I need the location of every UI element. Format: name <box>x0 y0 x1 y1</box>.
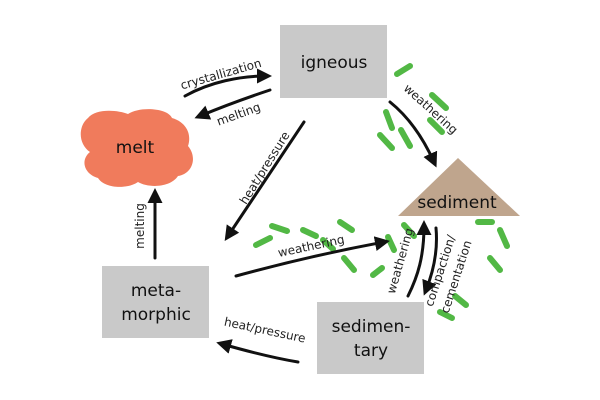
crystallization-arrow <box>183 68 272 98</box>
metamorphic-box <box>102 266 209 338</box>
metamorphic-label-1: meta- <box>131 281 181 301</box>
crystallization-label: crystallization <box>179 56 263 92</box>
weathering-arrow-igneous <box>388 100 438 168</box>
melting-arrow-top <box>194 88 272 120</box>
melt-label: melt <box>116 138 155 158</box>
heat-pressure-arrow-bottom <box>216 339 300 364</box>
heat-pressure-label-igneous: heat/pressure <box>237 129 293 207</box>
igneous-box <box>280 25 387 98</box>
igneous-label: igneous <box>301 53 368 73</box>
weathering-arrow-metamorphic <box>234 236 390 278</box>
sedimentary-label-2: tary <box>354 341 388 361</box>
heat-pressure-label-bottom: heat/pressure <box>223 315 307 346</box>
melting-label-top: melting <box>215 100 263 129</box>
sedimentary-label-1: sedimen- <box>332 317 411 337</box>
sedimentary-box <box>317 302 424 374</box>
sediment-triangle <box>398 158 520 216</box>
melting-label-left: melting <box>133 203 147 249</box>
sediment-label: sediment <box>417 193 497 213</box>
metamorphic-label-2: morphic <box>121 305 191 325</box>
melt-blob <box>80 109 193 187</box>
weathering-dashes-metamorphic <box>253 219 357 273</box>
heat-pressure-arrow-igneous <box>224 120 306 241</box>
compaction-arrow <box>422 226 438 296</box>
weathering-dashes-igneous <box>377 63 449 151</box>
weathering-arrow-sedimentary <box>406 220 432 298</box>
weathering-label-igneous: weathering <box>401 81 461 137</box>
